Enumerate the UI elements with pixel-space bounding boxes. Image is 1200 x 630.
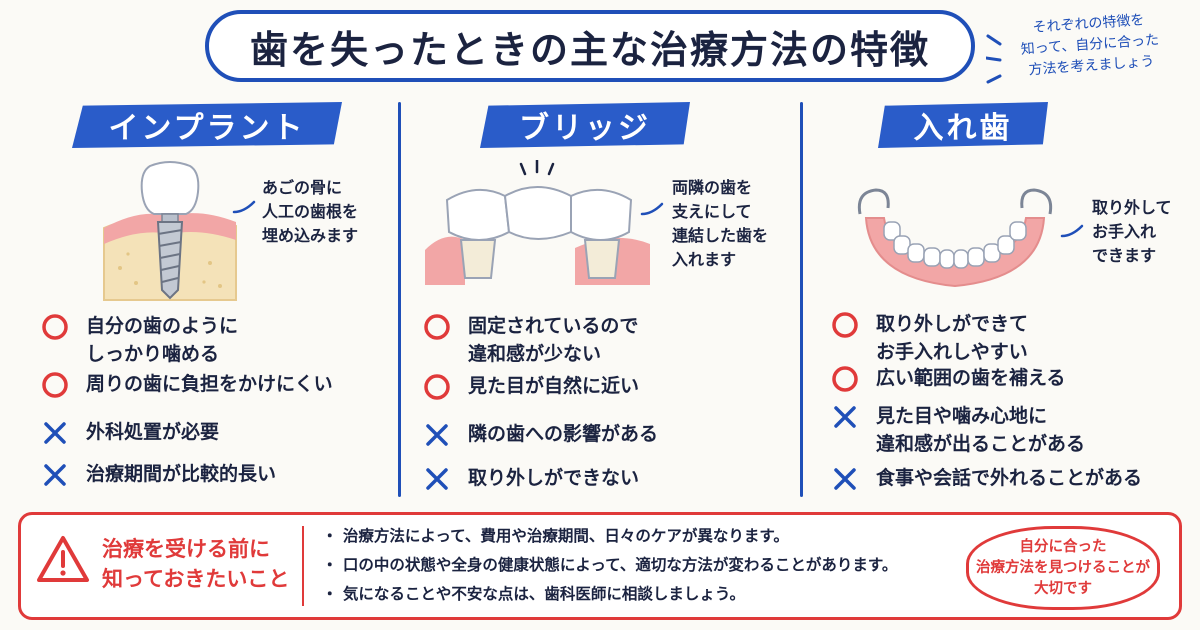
item-text: お手入れしやすい	[876, 341, 1028, 363]
callout-pointer-icon	[1060, 224, 1084, 238]
circle-mark-icon	[42, 314, 68, 340]
circle-mark-icon	[832, 366, 858, 392]
bubble-line: 自分に合った	[1019, 538, 1107, 555]
list-item: 固定されているので違和感が少ない	[422, 312, 638, 368]
item-text: 自分の歯のように	[86, 315, 239, 337]
circle-mark-icon	[832, 312, 858, 338]
notice-divider	[302, 526, 304, 606]
item-text: 取り外しができて	[876, 313, 1029, 335]
callout-line: 人工の歯根を	[262, 202, 359, 221]
callout-line: 連結した歯を	[672, 226, 769, 245]
callout-pointer-icon	[640, 202, 664, 216]
heading-bridge: ブリッジ	[480, 102, 690, 148]
item-text: 見た目や噛み心地に	[876, 405, 1048, 427]
item-text: 食事や会話で外れることがある	[876, 467, 1143, 489]
item-text: 治療期間が比較的長い	[86, 463, 277, 485]
list-item: 周りの歯に負担をかけにくい	[40, 370, 333, 400]
notice-title-line: 治療を受ける前に	[102, 537, 270, 561]
item-text: 隣の歯への影響がある	[468, 423, 659, 445]
denture-list: 取り外しができてお手入れしやすい 広い範囲の歯を補える 見た目や噛み心地に違和感…	[830, 306, 1195, 501]
item-text: 違和感が少ない	[468, 343, 602, 365]
circle-mark-icon	[424, 374, 450, 400]
item-text: 周りの歯に負担をかけにくい	[86, 373, 333, 395]
side-note: それぞれの特徴を 知って、自分に合った 方法を考えましょう	[988, 7, 1192, 84]
callout-line: 入れます	[672, 250, 737, 269]
column-divider	[398, 102, 401, 497]
list-item: 取り外しができない	[422, 464, 639, 494]
implant-illustration-icon	[103, 161, 237, 301]
item-text: 取り外しができない	[468, 467, 640, 489]
notice-title-line: 知っておきたいこと	[102, 567, 290, 591]
item-text: 見た目が自然に近い	[468, 375, 640, 397]
notice-bullets: ・ 治療方法によって、費用や治療期間、日々のケアが異なります。 ・ 口の中の状態…	[322, 522, 897, 609]
item-text: 広い範囲の歯を補える	[876, 367, 1066, 389]
page-title: 歯を失ったときの主な治療方法の特徴	[249, 27, 930, 72]
notice-bullet: ・ 治療方法によって、費用や治療期間、日々のケアが異なります。	[322, 527, 789, 545]
callout-line: 埋め込みます	[262, 226, 359, 245]
callout-line: 支えにして	[672, 202, 752, 221]
cross-mark-icon	[834, 468, 856, 490]
callout-line: できます	[1092, 246, 1157, 265]
notice-title: 治療を受ける前に 知っておきたいこと	[102, 534, 289, 594]
bridge-list: 固定されているので違和感が少ない 見た目が自然に近い 隣の歯への影響がある 取り…	[422, 308, 792, 498]
cross-mark-icon	[426, 424, 448, 446]
list-item: 外科処置が必要	[40, 418, 219, 448]
implant-callout: あごの骨に 人工の歯根を 埋め込みます	[262, 176, 358, 248]
notice-bullet: ・ 口の中の状態や全身の健康状態によって、適切な方法が変わることがあります。	[322, 556, 898, 574]
denture-callout: 取り外して お手入れ できます	[1092, 196, 1172, 268]
list-item: 自分の歯のようにしっかり噛める	[40, 312, 238, 368]
heading-implant: インプラント	[72, 102, 342, 148]
list-item: 見た目や噛み心地に違和感が出ることがある	[830, 402, 1085, 458]
bridge-illustration-icon	[425, 160, 650, 285]
warning-icon	[37, 536, 89, 582]
advice-bubble: 自分に合った 治療方法を見つけることが 大切です	[966, 526, 1160, 610]
bridge-callout: 両隣の歯を 支えにして 連結した歯を 入れます	[672, 176, 768, 272]
circle-mark-icon	[42, 372, 68, 398]
list-item: 広い範囲の歯を補える	[830, 364, 1065, 394]
cross-mark-icon	[834, 406, 856, 428]
heading-denture: 入れ歯	[878, 102, 1048, 148]
cross-mark-icon	[44, 464, 66, 486]
callout-line: お手入れ	[1092, 222, 1157, 241]
cross-mark-icon	[44, 422, 66, 444]
accent-ticks-icon	[986, 34, 1002, 84]
list-item: 隣の歯への影響がある	[422, 420, 658, 450]
column-divider	[800, 102, 803, 497]
denture-illustration-icon	[857, 188, 1053, 288]
notice-bullet: ・ 気になることや不安な点は、歯科医師に相談しましょう。	[322, 585, 745, 603]
list-item: 食事や会話で外れることがある	[830, 464, 1142, 494]
item-text: 外科処置が必要	[86, 421, 220, 443]
item-text: 違和感が出ることがある	[876, 433, 1086, 455]
callout-line: 取り外して	[1092, 198, 1172, 217]
circle-mark-icon	[424, 314, 450, 340]
title-banner: 歯を失ったときの主な治療方法の特徴	[205, 10, 975, 82]
callout-line: 両隣の歯を	[672, 178, 753, 197]
list-item: 見た目が自然に近い	[422, 372, 639, 402]
item-text: しっかり噛める	[86, 343, 220, 365]
item-text: 固定されているので	[468, 315, 639, 337]
list-item: 治療期間が比較的長い	[40, 460, 276, 490]
list-item: 取り外しができてお手入れしやすい	[830, 310, 1028, 366]
callout-pointer-icon	[232, 200, 256, 214]
implant-list: 自分の歯のようにしっかり噛める 周りの歯に負担をかけにくい 外科処置が必要 治療…	[40, 308, 390, 498]
bubble-line: 治療方法を見つけることが	[976, 559, 1150, 576]
bubble-line: 大切です	[1034, 580, 1092, 597]
callout-line: あごの骨に	[262, 178, 343, 197]
cross-mark-icon	[426, 468, 448, 490]
